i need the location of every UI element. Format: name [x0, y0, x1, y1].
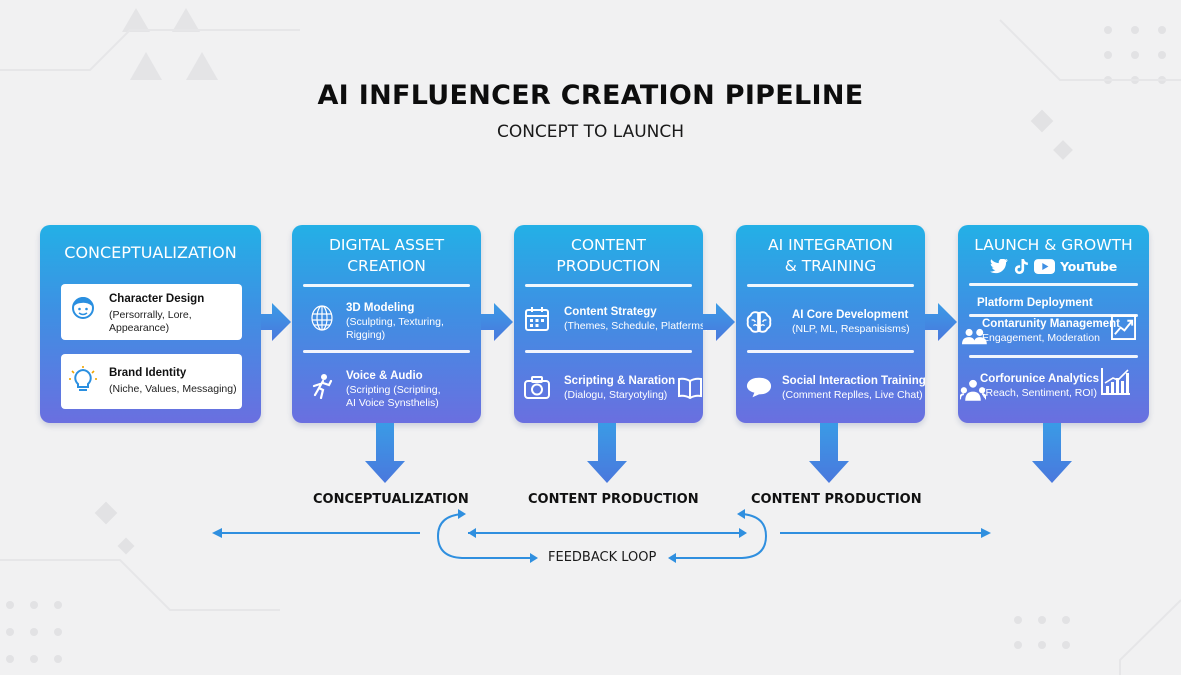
divider [303, 350, 470, 353]
item-heading: Character Design [109, 293, 205, 305]
item-heading: Social Interaction Training [782, 375, 926, 387]
item-heading: Contarunity Management [982, 318, 1121, 330]
people-icon [962, 328, 987, 345]
item-heading: Content Strategy [564, 306, 657, 318]
page-subtitle: CONCEPT TO LAUNCH [496, 122, 685, 142]
trend-chart-icon [1111, 315, 1136, 340]
item-heading: Corforunice Analytics [980, 373, 1100, 385]
item-detail: Engagement, Moderation [982, 332, 1100, 344]
bar-chart-icon [1101, 368, 1130, 395]
stage-launch-growth: LAUNCH & GROWTH YouTube Platform Deploym… [958, 225, 1149, 423]
divider [969, 314, 1138, 317]
item-detail: (Sculpting, Texturing,Rigging) [346, 316, 444, 341]
divider [969, 283, 1138, 286]
page-title: AI INFLUENCER CREATION PIPELINE [317, 80, 864, 111]
divider [747, 350, 914, 353]
item-heading: Scripting & Naration [564, 375, 676, 387]
bottom-label-conceptualization: CONCEPTUALIZATION [313, 492, 469, 507]
youtube-label: YouTube [1060, 259, 1117, 274]
character-design-card: Character Design (Persorrally, Lore, App… [61, 284, 242, 340]
twitter-icon [990, 258, 1009, 273]
stage-ai-integration-training: AI INTEGRATION& TRAINING AI Core Develop… [736, 225, 926, 423]
brain-icon [746, 311, 772, 333]
tiktok-icon [1015, 259, 1028, 274]
item-detail: (Reach, Sentiment, ROI) [982, 387, 1097, 399]
lightbulb-icon [69, 366, 97, 391]
stage-conceptualization: CONCEPTUALIZATION Character Design (Pers… [40, 225, 261, 423]
wireframe-head-icon [311, 305, 333, 331]
stage-title: CONCEPTUALIZATION [64, 243, 237, 262]
social-platform-icons: YouTube [958, 258, 1149, 275]
item-detail: (Persorrally, Lore, Appearance) [109, 309, 192, 334]
stage-title: AI INTEGRATION& TRAINING [768, 236, 893, 275]
open-book-icon [678, 377, 702, 399]
platform-deployment-heading: Platform Deployment [977, 297, 1093, 309]
bottom-label-content-production-2: CONTENT PRODUCTION [751, 492, 922, 507]
voice-figure-icon [312, 374, 333, 399]
item-detail: (Dialogu, Staryotyling) [564, 389, 668, 401]
item-heading: Voice & Audio [346, 370, 423, 382]
item-heading: Brand Identity [109, 367, 187, 379]
divider [525, 284, 692, 287]
brand-identity-card: Brand Identity (Niche, Values, Messaging… [61, 354, 242, 409]
item-detail: (NLP, ML, Respanisisms) [792, 323, 910, 335]
item-detail: (Scripting (Scripting,AI Voice Synstheli… [346, 384, 441, 409]
stage-title: LAUNCH & GROWTH [974, 236, 1133, 254]
camera-icon [524, 376, 550, 399]
item-detail: (Comment Replles, Live Chat) [782, 389, 923, 401]
network-people-icon [960, 379, 986, 401]
divider [303, 284, 470, 287]
divider [969, 355, 1138, 358]
feedback-loop-label: FEEDBACK LOOP [548, 550, 657, 565]
item-heading: AI Core Development [792, 309, 909, 321]
divider [525, 350, 692, 353]
item-detail: (Themes, Schedule, Platferms) [564, 320, 709, 332]
chat-bubble-icon [746, 377, 772, 398]
bottom-label-content-production: CONTENT PRODUCTION [528, 492, 699, 507]
calendar-icon [525, 307, 549, 331]
divider [747, 284, 914, 287]
youtube-icon [1034, 259, 1056, 274]
character-face-icon [72, 297, 94, 319]
item-detail: (Niche, Values, Messaging) [109, 383, 237, 395]
item-heading: 3D Modeling [346, 302, 415, 314]
